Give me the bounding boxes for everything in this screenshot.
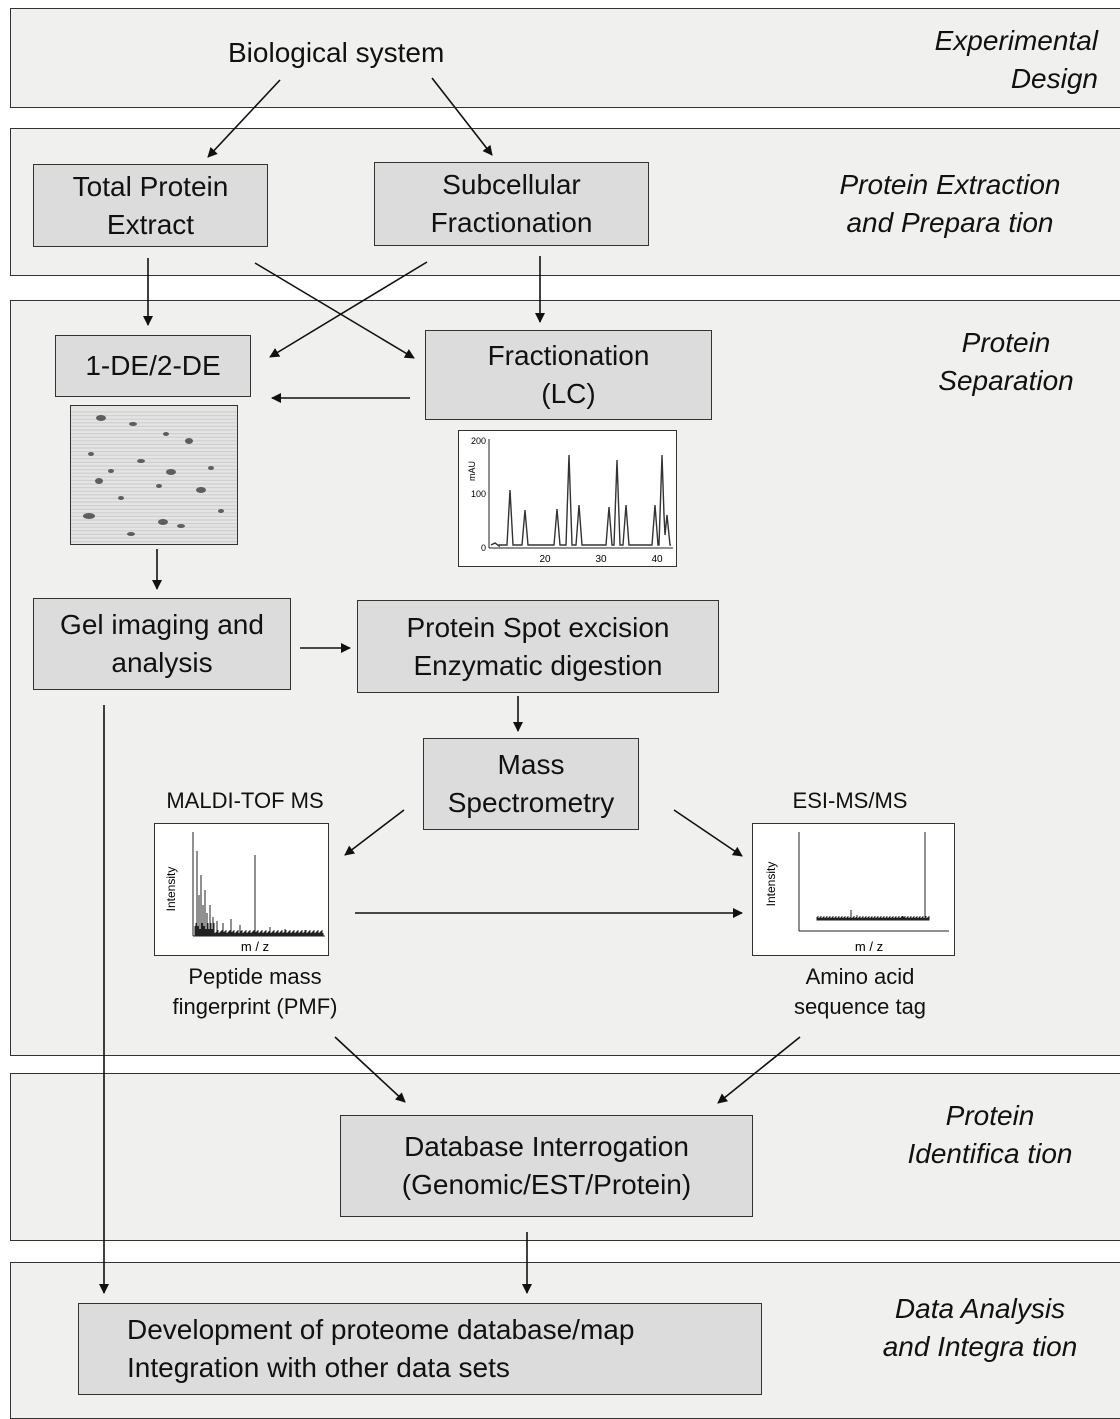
sequence-tag-label: Amino acid sequence tag — [793, 964, 927, 1019]
esi-ylabel: Intensity — [764, 862, 778, 907]
esi-trace — [816, 832, 930, 921]
gel-de-box: 1-DE/2-DE — [55, 335, 251, 397]
stage-label-data-analysis: Data Analysis and Integra tion — [882, 1293, 1078, 1362]
maldi-xlabel: m / z — [241, 939, 269, 954]
lc-xtick-20: 20 — [539, 554, 551, 565]
esi-ms-label: ESI-MS/MS — [792, 788, 908, 813]
pmf-label: Peptide mass fingerprint (PMF) — [172, 964, 338, 1019]
gel-image — [70, 405, 238, 545]
band-experimental-design — [10, 8, 1120, 108]
database-interrogation-box: Database Interrogation (Genomic/EST/Prot… — [340, 1115, 753, 1217]
fractionation-lc-box: Fractionation (LC) — [425, 330, 712, 420]
maldi-tof-label: MALDI-TOF MS — [166, 788, 324, 813]
biological-system-label: Biological system — [228, 37, 445, 68]
total-protein-extract-box: Total Protein Extract — [33, 164, 268, 247]
subcellular-fractionation-box: Subcellular Fractionation — [374, 162, 649, 246]
esi-xlabel: m / z — [855, 939, 883, 954]
lc-ylabel: mAU — [467, 461, 477, 481]
proteome-database-box: Development of proteome database/map Int… — [78, 1303, 762, 1395]
maldi-trace — [194, 851, 324, 936]
esi-spectrum: Intensity m / z — [752, 823, 955, 956]
lc-xtick-30: 30 — [595, 554, 607, 565]
stage-label-protein-separation: Protein Separation — [938, 327, 1074, 396]
gel-imaging-box: Gel imaging and analysis — [33, 598, 291, 690]
lc-xtick-40: 40 — [651, 554, 663, 565]
lc-trace — [490, 454, 671, 548]
lc-ytick-100: 100 — [471, 489, 486, 499]
lc-chromatogram: mAU 200 100 0 20 30 40 — [458, 430, 677, 567]
maldi-spectrum: Intensity m / z — [154, 823, 329, 956]
mass-spectrometry-box: Mass Spectrometry — [423, 738, 639, 830]
lc-ytick-0: 0 — [481, 543, 486, 553]
maldi-ylabel: Intensity — [164, 867, 178, 912]
stage-label-protein-extraction: Protein Extraction and Prepara tion — [839, 169, 1061, 238]
stage-label-experimental-design: Experimental Design — [934, 25, 1098, 94]
stage-label-protein-identification: Protein Identifica tion — [907, 1100, 1073, 1169]
lc-ytick-200: 200 — [471, 436, 486, 446]
spot-excision-box: Protein Spot excision Enzymatic digestio… — [357, 600, 719, 693]
